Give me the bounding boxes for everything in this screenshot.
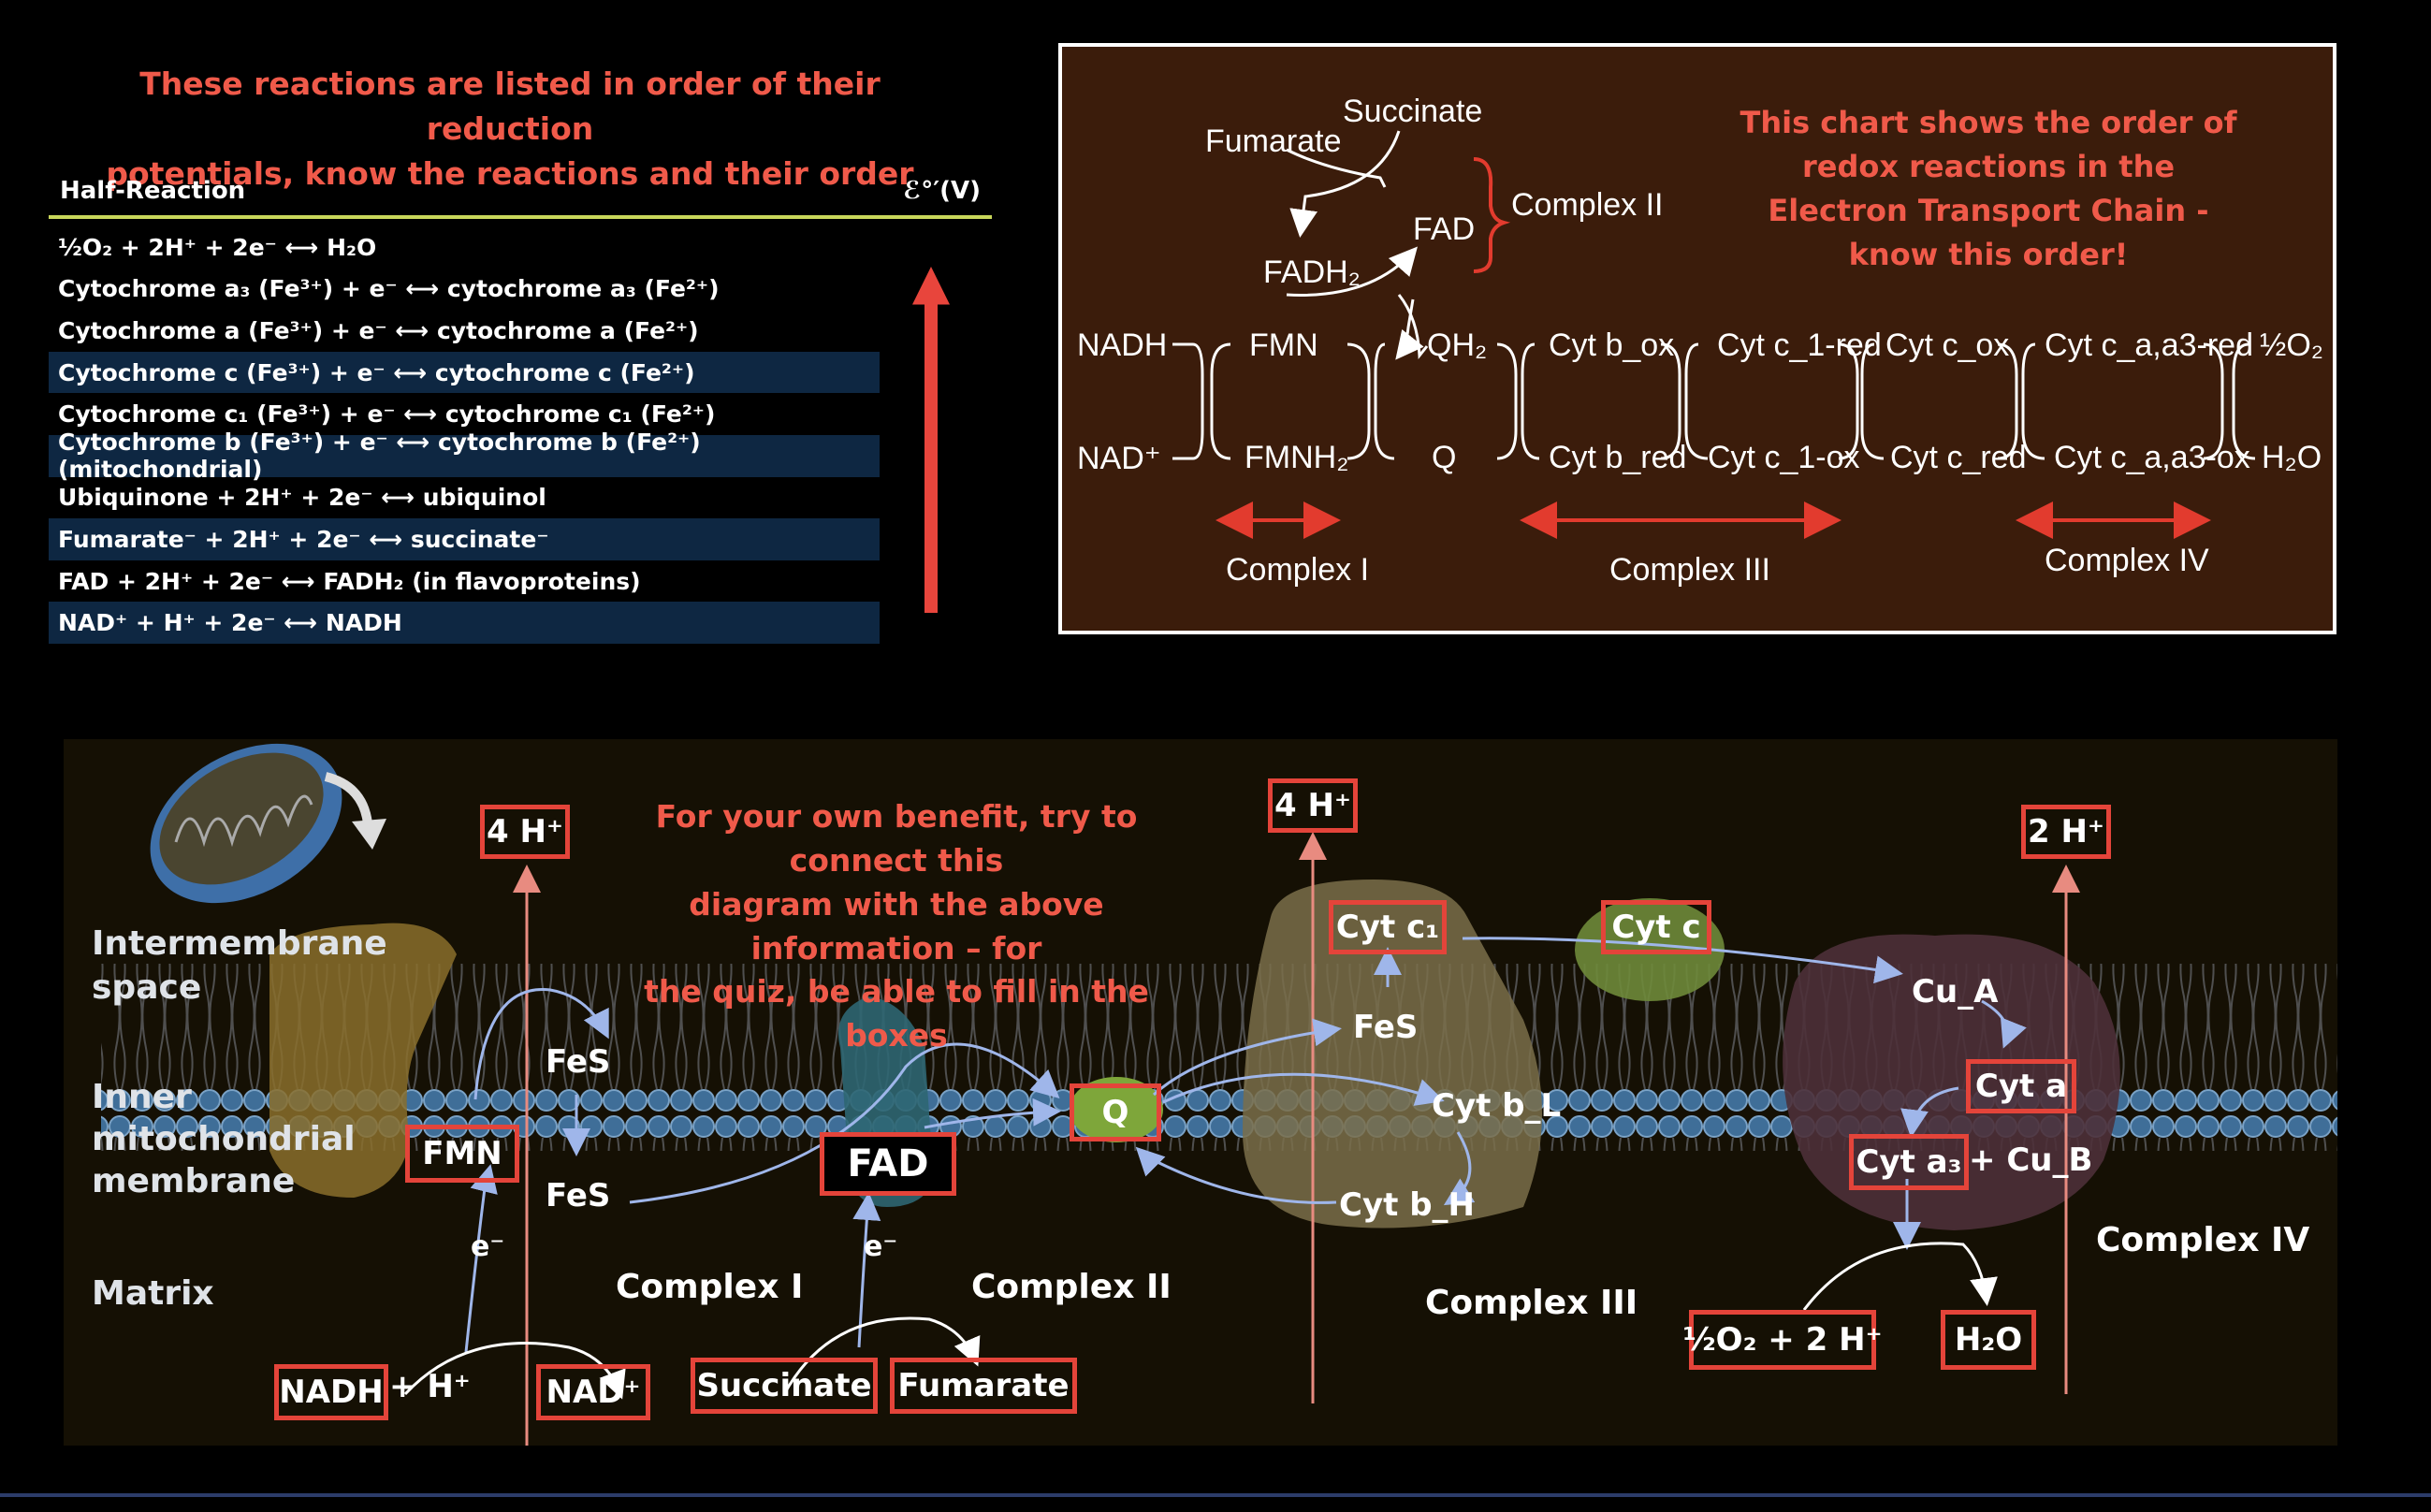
- table-row: NAD⁺ + H⁺ + 2e⁻ ⟷ NADH: [49, 602, 880, 644]
- etc-complex-ii-label: Complex II: [1511, 187, 1664, 223]
- fad-box[interactable]: FAD: [820, 1132, 956, 1196]
- complex-iv-protein: [1783, 934, 2120, 1230]
- fes-label: FeS: [1353, 1009, 1419, 1046]
- etc-top-o2: ½O₂: [2260, 327, 2323, 363]
- table-row: ½O₂ + 2H⁺ + 2e⁻ ⟷ H₂O: [58, 233, 377, 261]
- cyt-c1-box[interactable]: Cyt c₁: [1329, 900, 1447, 954]
- etc-top-fmn: FMN: [1249, 327, 1318, 363]
- cyt-c-box[interactable]: Cyt c: [1601, 900, 1711, 954]
- membrane-quiz-note: For your own benefit, try to connect thi…: [644, 798, 1149, 1054]
- intermembrane-space-label: Intermembrane space: [92, 924, 387, 1007]
- etc-top-cytbox: Cyt b_ox: [1549, 327, 1675, 363]
- electron-label: e⁻: [864, 1230, 898, 1263]
- etc-bottom-fmnh2: FMNH₂: [1245, 440, 1349, 475]
- oxygen-box[interactable]: ½O₂ + 2 H⁺: [1682, 1310, 1883, 1370]
- complex-ii-label: Complex II: [971, 1268, 1172, 1306]
- etc-order-chart: Succinate Fumarate FAD FADH₂ Complex II …: [1058, 43, 2336, 634]
- bottom-divider: [0, 1493, 2431, 1497]
- etc-order-note: This chart shows the order of redox reac…: [1740, 105, 2237, 273]
- water-box[interactable]: H₂O: [1941, 1310, 2036, 1370]
- etc-complex-iv-label: Complex IV: [2045, 543, 2209, 578]
- complex-iv-label: Complex IV: [2096, 1221, 2310, 1259]
- etc-connectors: [1172, 130, 2256, 539]
- increasing-potential-arrow: [912, 267, 950, 613]
- table-header-potential: ℰ°′(V): [903, 177, 981, 205]
- half-reaction-table: Half-Reaction ℰ°′(V) ½O₂ + 2H⁺ + 2e⁻ ⟷ H…: [49, 167, 992, 644]
- membrane-diagram: For your own benefit, try to connect thi…: [64, 739, 2337, 1446]
- complex-iii-label: Complex III: [1425, 1284, 1638, 1322]
- table-row: Fumarate⁻ + 2H⁺ + 2e⁻ ⟷ succinate⁻: [49, 518, 880, 560]
- etc-complex-i-label: Complex I: [1226, 552, 1370, 588]
- proton-box-complex-iv[interactable]: 2 H⁺: [2021, 805, 2111, 859]
- cub-label: + Cu_B: [1969, 1141, 2093, 1179]
- etc-bottom-h2o: H₂O: [2262, 440, 2322, 475]
- etc-top-cytcaa3red: Cyt c_a,a3-red: [2045, 327, 2253, 363]
- membrane-art: [101, 743, 2337, 1446]
- etc-fumarate: Fumarate: [1205, 124, 1342, 159]
- table-row: Cytochrome a (Fe³⁺) + e⁻ ⟷ cytochrome a …: [58, 316, 699, 344]
- fumarate-box[interactable]: Fumarate: [890, 1358, 1077, 1414]
- complex-iii-protein: [1243, 880, 1542, 1228]
- table-row: Cytochrome c (Fe³⁺) + e⁻ ⟷ cytochrome c …: [49, 351, 880, 394]
- succinate-box[interactable]: Succinate: [691, 1358, 878, 1414]
- table-row: Ubiquinone + 2H⁺ + 2e⁻ ⟷ ubiquinol: [58, 484, 546, 512]
- etc-fadh2: FADH₂: [1263, 254, 1361, 290]
- etc-bottom-cytbred: Cyt b_red: [1549, 440, 1687, 475]
- nadh-box[interactable]: NADH: [274, 1364, 388, 1420]
- cyt-bl-label: Cyt b_L: [1432, 1087, 1562, 1125]
- etc-bottom-nad: NAD⁺: [1077, 441, 1161, 476]
- proton-box-complex-iii[interactable]: 4 H⁺: [1268, 778, 1358, 833]
- etc-bottom-cytcaa3ox: Cyt c_a,a3-ox: [2054, 440, 2250, 475]
- etc-bottom-q: Q: [1432, 440, 1457, 475]
- etc-top-qh2: QH₂: [1427, 327, 1488, 363]
- etc-succinate: Succinate: [1343, 94, 1483, 129]
- etc-top-cytcox: Cyt c_ox: [1885, 327, 2010, 363]
- etc-top-nadh: NADH: [1077, 327, 1168, 363]
- q-protein: [1070, 1077, 1163, 1142]
- fmn-box[interactable]: FMN: [405, 1125, 519, 1183]
- table-header: Half-Reaction ℰ°′(V): [49, 167, 992, 219]
- etc-complex-iii-label: Complex III: [1609, 552, 1770, 588]
- cyt-a3-box[interactable]: Cyt a₃: [1849, 1134, 1969, 1190]
- h-plus-label: + H⁺: [389, 1368, 471, 1405]
- etc-bottom-cytcred: Cyt c_red: [1890, 440, 2027, 475]
- fes-label: FeS: [546, 1043, 611, 1081]
- inner-membrane-label: Inner mitochondrial membrane: [92, 1078, 356, 1200]
- cyt-bh-label: Cyt b_H: [1339, 1186, 1475, 1224]
- electron-label: e⁻: [471, 1230, 505, 1263]
- table-row: Cytochrome c₁ (Fe³⁺) + e⁻ ⟷ cytochrome c…: [58, 400, 716, 429]
- table-header-half-reaction: Half-Reaction: [60, 177, 246, 205]
- cua-label: Cu_A: [1912, 973, 1999, 1010]
- proton-box-complex-i[interactable]: 4 H⁺: [480, 805, 570, 859]
- complex-i-protein: [269, 923, 457, 1198]
- etc-top-cytc1red: Cyt c_1-red: [1717, 327, 1882, 363]
- table-row: Cytochrome b (Fe³⁺) + e⁻ ⟷ cytochrome b …: [49, 429, 880, 483]
- mitochondrion-icon: [150, 743, 386, 904]
- table-row: Cytochrome a₃ (Fe³⁺) + e⁻ ⟷ cytochrome a…: [58, 275, 720, 303]
- etc-bottom-cytc1ox: Cyt c_1-ox: [1708, 440, 1860, 475]
- reduction-potential-note: These reactions are listed in order of t…: [106, 65, 914, 192]
- complex-i-label: Complex I: [616, 1268, 804, 1306]
- matrix-label: Matrix: [92, 1274, 214, 1313]
- nad-plus-box[interactable]: NAD⁺: [536, 1364, 650, 1420]
- q-box[interactable]: Q: [1070, 1083, 1161, 1141]
- etc-fad: FAD: [1413, 211, 1476, 247]
- fes-label: FeS: [546, 1177, 611, 1214]
- cyt-a-box[interactable]: Cyt a: [1966, 1059, 2076, 1113]
- table-row: FAD + 2H⁺ + 2e⁻ ⟷ FADH₂ (in flavoprotein…: [58, 567, 641, 595]
